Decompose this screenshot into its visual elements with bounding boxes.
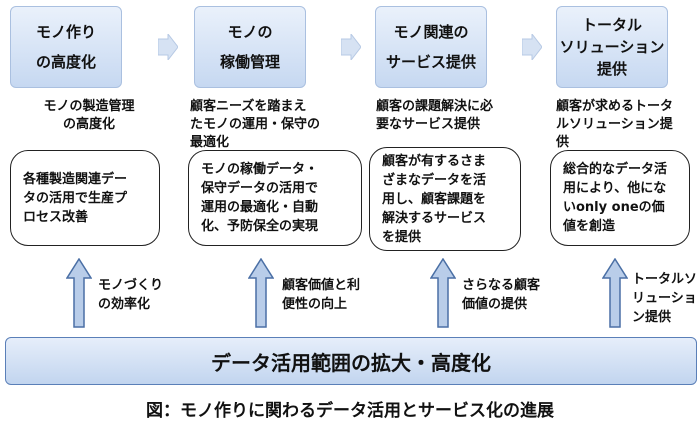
stage-description-4: 顧客が求めるトータ ルソリューション提 供 — [556, 99, 674, 150]
stage-description-3: 顧客の課題解決に必 要なサービス提供 — [376, 99, 494, 132]
detail-bubble-3: 顧客が有するさま ざまなデータを活 用し、顧客課題を 解決するサービス を提供 — [369, 147, 521, 251]
up-arrow-icon — [430, 258, 456, 328]
detail-bubble-text: 各種製造関連デー タの活用で生産プ ロセス改善 — [23, 171, 128, 225]
arrow-label-2: 顧客価値と利 便性の向上 — [282, 278, 361, 312]
detail-bubble-1: 各種製造関連デー タの活用で生産プ ロセス改善 — [10, 150, 160, 246]
stage-box-3: モノ関連の サービス提供 — [375, 6, 487, 88]
figure-caption: 図：モノ作りに関わるデータ活用とサービス化の進展 — [146, 401, 554, 421]
detail-bubble-text: 顧客が有するさま ざまなデータを活 用し、顧客課題を 解決するサービス を提供 — [382, 153, 487, 245]
detail-bubble-2: モノの稼働データ・ 保守データの活用で 運用の最適化・自動 化、予防保全の実現 — [188, 150, 362, 246]
chevron-right-icon — [341, 34, 361, 60]
stage-description-1: モノの製造管理 の高度化 — [43, 99, 135, 132]
up-arrow-icon — [248, 258, 274, 328]
arrow-label-4: トータルソ リューショ ン提供 — [632, 272, 698, 325]
data-utilization-bar: データ活用範囲の拡大・高度化 — [5, 337, 697, 385]
detail-bubble-text: 総合的なデータ活 用により、他にな いonly oneの価 値を創造 — [563, 162, 668, 234]
chevron-right-icon — [158, 34, 178, 60]
chevron-right-icon — [522, 34, 542, 60]
arrow-label-3: さらなる顧客 価値の提供 — [462, 278, 541, 312]
detail-bubble-4: 総合的なデータ活 用により、他にな いonly oneの価 値を創造 — [550, 150, 690, 246]
up-arrow-icon — [602, 258, 628, 328]
arrow-label-1: モノづくり の効率化 — [98, 278, 164, 312]
stage-box-1: モノ作り の高度化 — [10, 6, 122, 88]
stage-box-4: トータル ソリューション 提供 — [556, 6, 668, 88]
detail-bubble-text: モノの稼働データ・ 保守データの活用で 運用の最適化・自動 化、予防保全の実現 — [201, 162, 319, 234]
up-arrow-icon — [66, 258, 92, 328]
stage-box-2: モノの 稼働管理 — [194, 6, 306, 88]
stage-description-2: 顧客ニーズを踏まえ たモノの運用・保守の 最適化 — [190, 99, 321, 150]
